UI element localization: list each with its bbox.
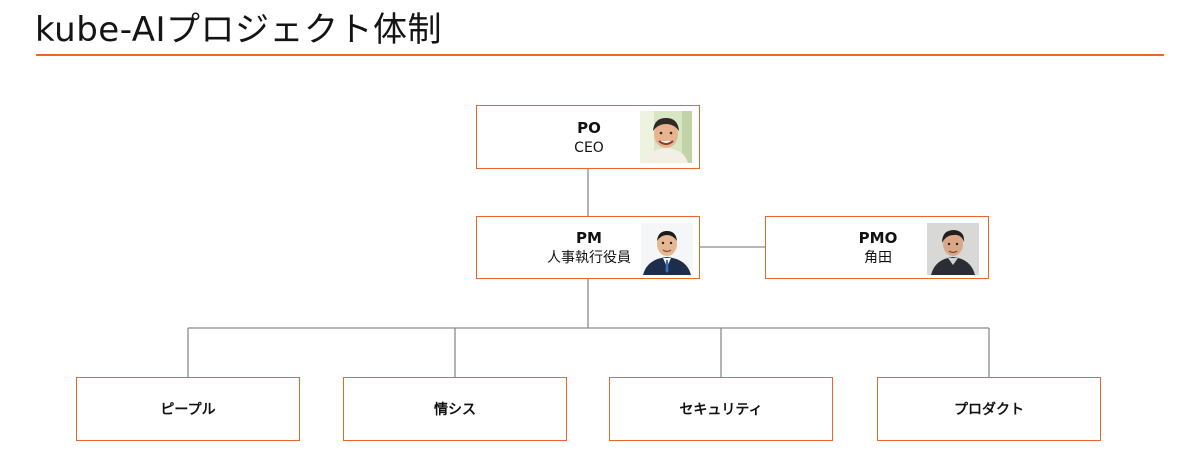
pm-title: 人事執行役員 <box>547 250 631 266</box>
title-underline <box>36 54 1164 56</box>
po-title: CEO <box>574 140 604 156</box>
po-photo-icon <box>640 111 692 163</box>
pm-role: PM <box>576 229 602 247</box>
po-role: PO <box>577 119 601 137</box>
slide-title: kube-AIプロジェクト体制 <box>35 10 442 50</box>
team-label: ピープル <box>160 402 216 418</box>
org-node-team-product: プロダクト <box>877 377 1101 441</box>
pmo-photo-icon <box>927 223 979 275</box>
team-label: 情シス <box>434 402 476 418</box>
pmo-title: 角田 <box>864 250 892 266</box>
org-node-po: PO CEO <box>476 105 700 169</box>
team-label: セキュリティ <box>679 402 763 418</box>
pm-photo-icon <box>641 223 693 275</box>
org-node-team-people: ピープル <box>76 377 300 441</box>
org-node-pm: PM 人事執行役員 <box>476 216 700 279</box>
org-node-pmo: PMO 角田 <box>765 216 989 279</box>
org-node-team-infosys: 情シス <box>343 377 567 441</box>
team-label: プロダクト <box>954 402 1024 418</box>
pmo-role: PMO <box>858 229 898 247</box>
org-node-team-security: セキュリティ <box>609 377 833 441</box>
